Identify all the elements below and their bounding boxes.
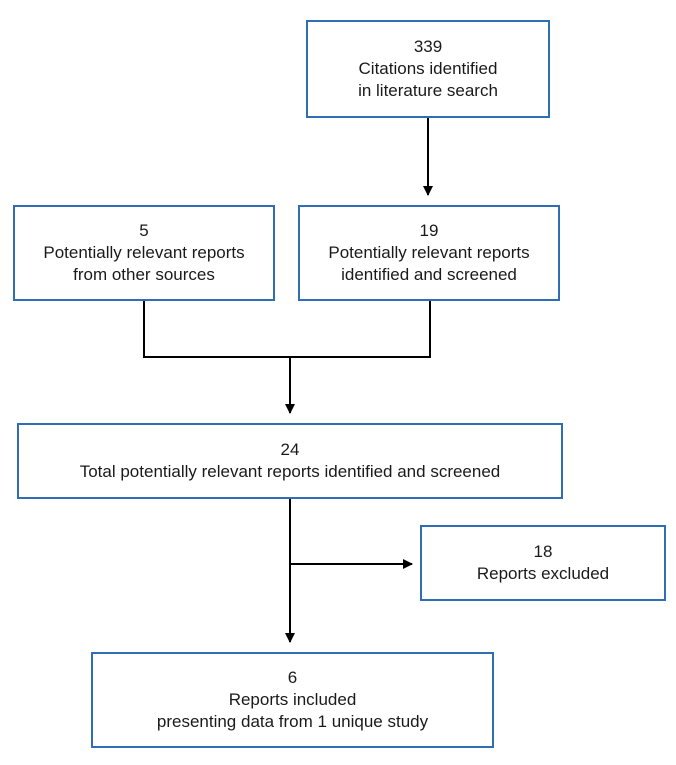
count-screened: 19 (419, 221, 439, 240)
label-excluded-line1: Reports excluded (476, 564, 610, 583)
box-excluded: 18 Reports excluded (420, 525, 666, 601)
box-literature-search: 339 Citations identified in literature s… (306, 20, 550, 118)
label-other-sources-line2: from other sources (73, 265, 215, 284)
label-other-sources-line1: Potentially relevant reports (43, 243, 245, 262)
count-other-sources: 5 (139, 221, 149, 240)
label-total-line1: Total potentially relevant reports ident… (79, 462, 501, 481)
box-included: 6 Reports included presenting data from … (91, 652, 494, 748)
count-literature: 339 (413, 37, 443, 56)
label-included-line1: Reports included (228, 690, 357, 709)
count-included: 6 (287, 668, 298, 687)
merge-connector (143, 300, 431, 358)
count-total: 24 (280, 440, 300, 459)
label-screened-line2: identified and screened (341, 265, 517, 284)
box-other-sources: 5 Potentially relevant reports from othe… (13, 205, 275, 301)
label-literature-line1: Citations identified (358, 59, 498, 78)
label-included-line2: presenting data from 1 unique study (156, 712, 429, 731)
label-screened-line1: Potentially relevant reports (328, 243, 530, 262)
count-excluded: 18 (533, 542, 553, 561)
box-screened: 19 Potentially relevant reports identifi… (298, 205, 560, 301)
box-total: 24 Total potentially relevant reports id… (17, 423, 563, 499)
label-literature-line2: in literature search (358, 81, 498, 100)
